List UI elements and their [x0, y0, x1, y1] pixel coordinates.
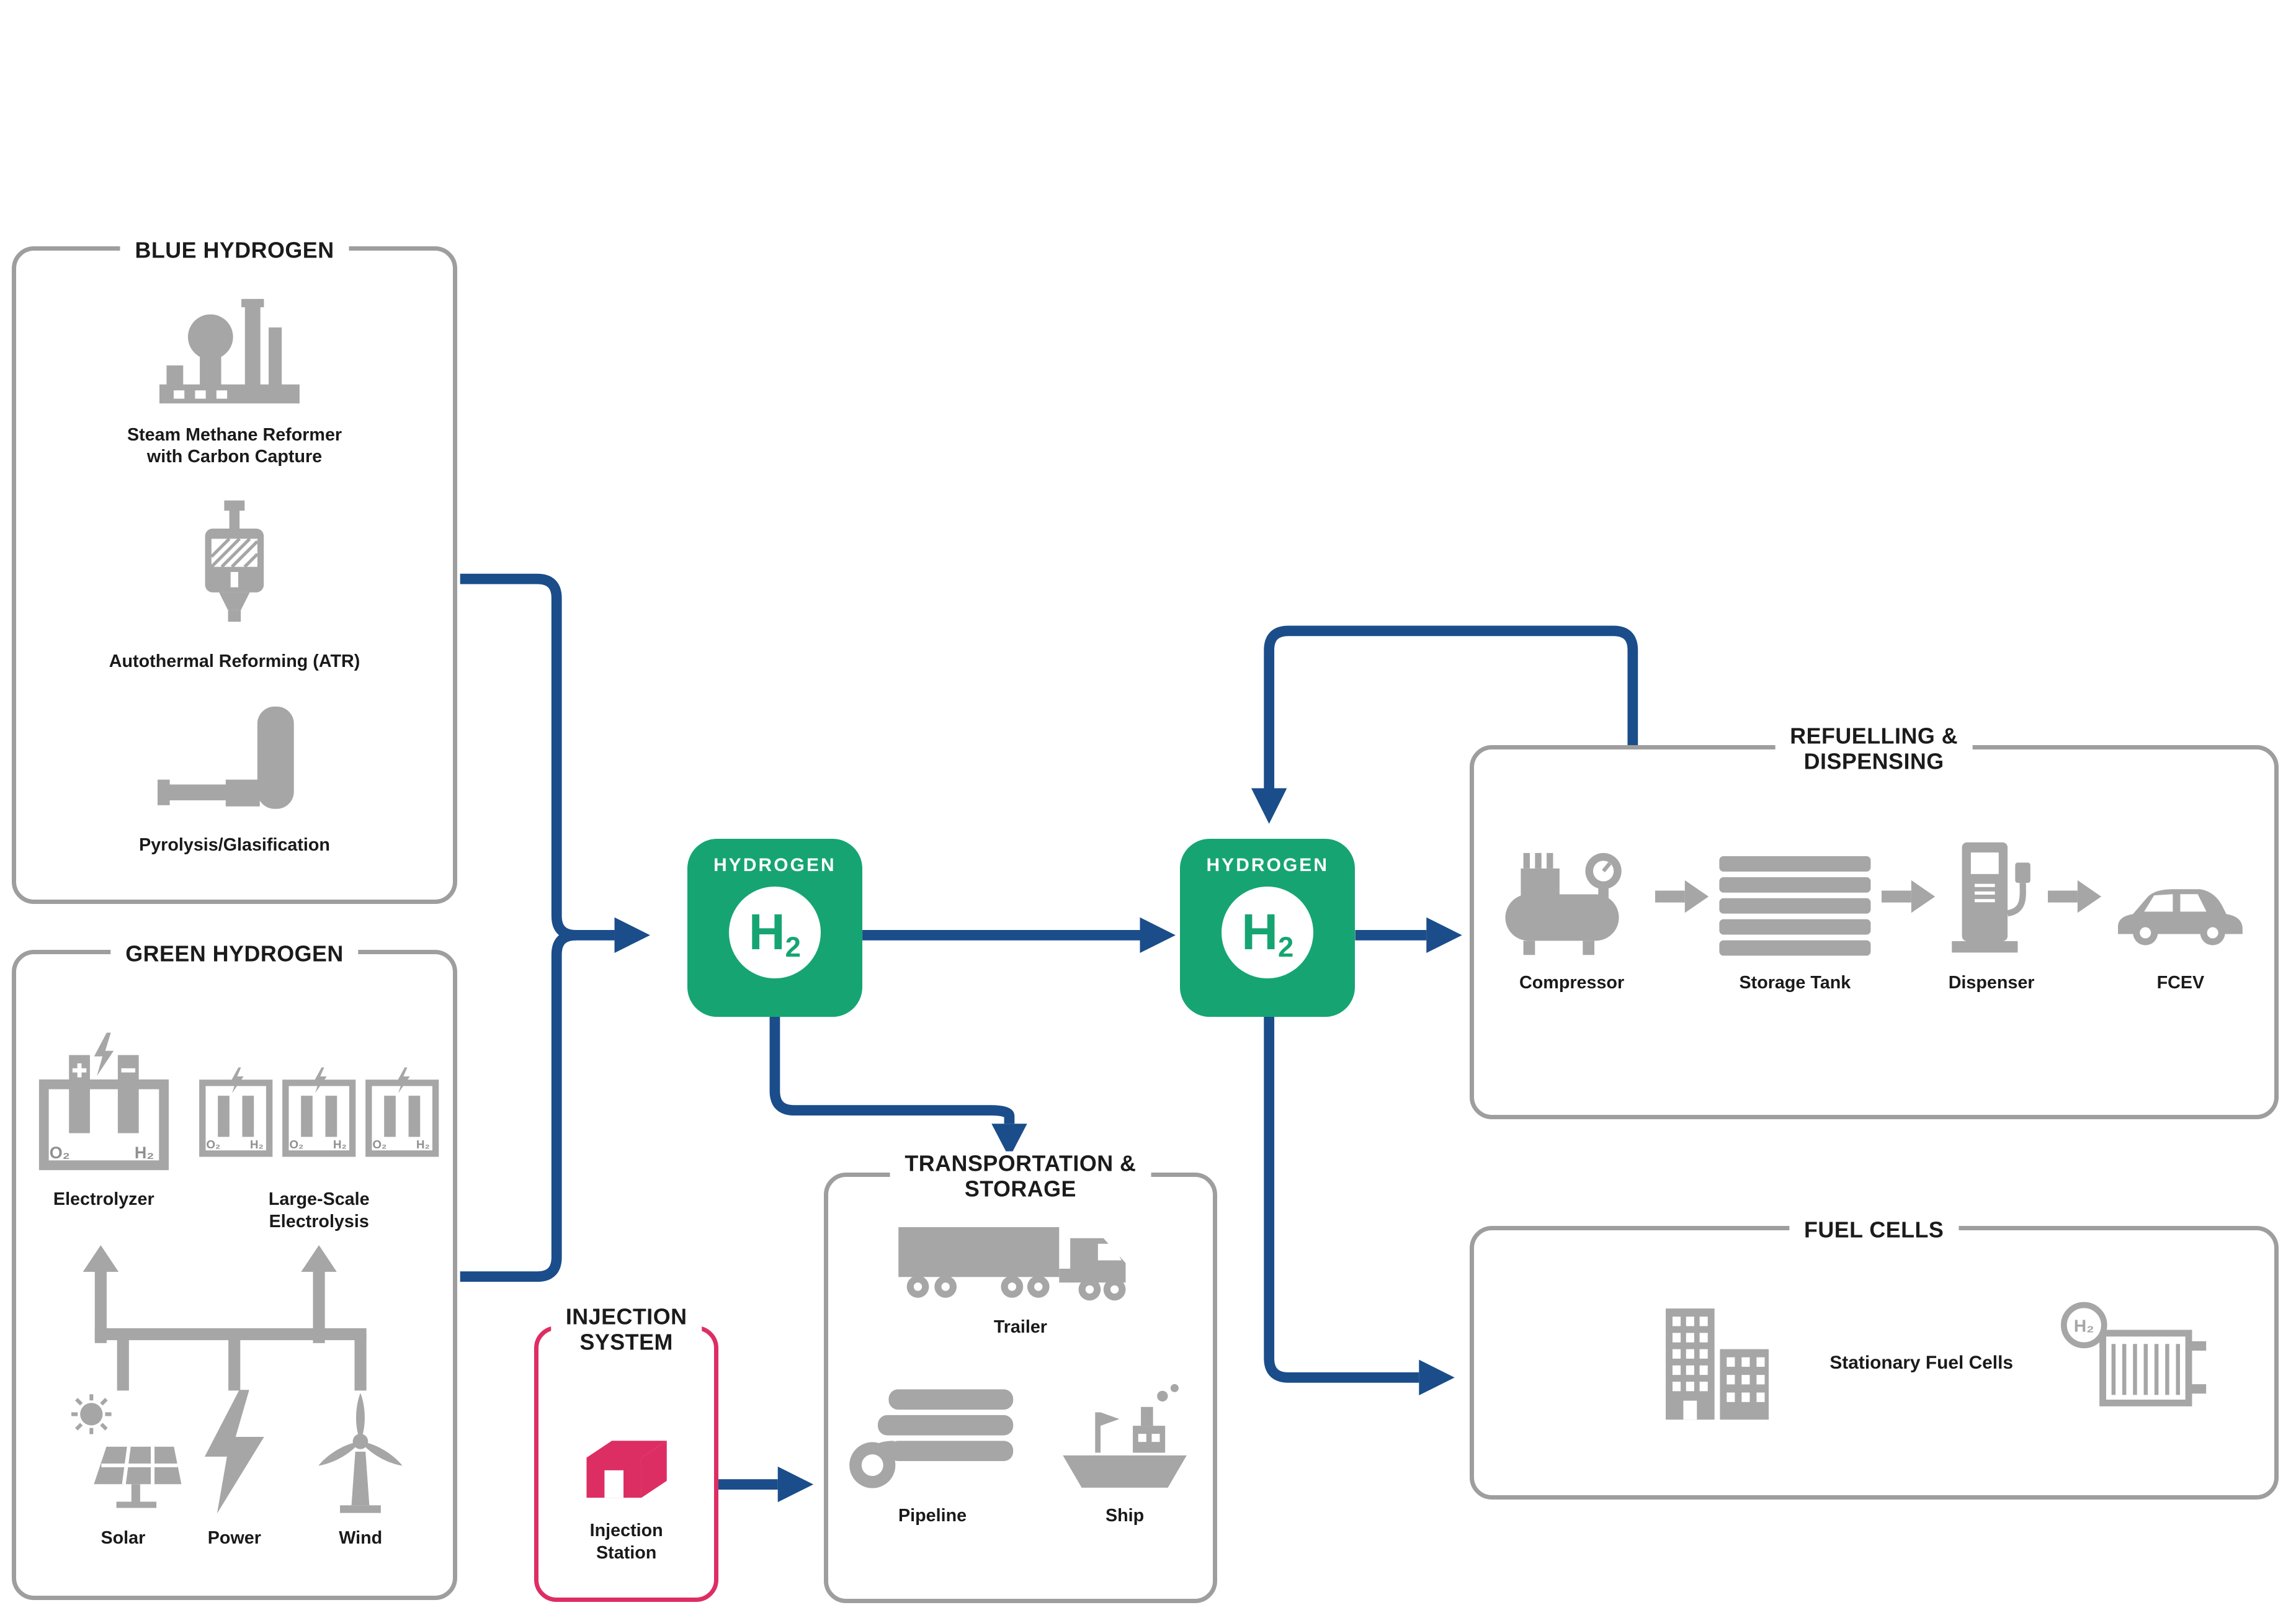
hydrogen-node-label: HYDROGEN — [713, 855, 836, 876]
fuel-cells-title: FUEL CELLS — [1789, 1217, 1959, 1243]
trailer-label: Trailer — [993, 1317, 1047, 1338]
steam-methane-reformer-icon — [159, 298, 300, 404]
large-scale-electrolysis-label: Large-Scale Electrolysis — [268, 1189, 370, 1232]
hydrogen-node-label: HYDROGEN — [1206, 855, 1329, 876]
dispenser-item: Dispenser — [1944, 829, 2039, 995]
electrolyzer-icon: O₂ H₂ — [38, 1032, 169, 1170]
wind-label: Wind — [339, 1527, 383, 1548]
dispenser-icon — [1951, 842, 2030, 953]
o2-label: O₂ — [50, 1143, 70, 1162]
injection-system-section: INJECTION SYSTEM Injection Station — [534, 1304, 718, 1602]
transportation-storage-title: TRANSPORTATION & STORAGE — [890, 1151, 1151, 1203]
o2-label: O₂ — [290, 1138, 304, 1151]
h2-label: H₂ — [333, 1138, 347, 1151]
pipeline-label: Pipeline — [898, 1505, 967, 1526]
atr-label: Autothermal Reforming (ATR) — [109, 651, 360, 672]
ship-item: Ship — [1056, 1377, 1193, 1527]
energy-to-electrolysis-arrows — [83, 1245, 367, 1391]
ship-icon — [1063, 1384, 1187, 1488]
flow-refuelling-loop — [1264, 625, 1638, 789]
ship-label: Ship — [1105, 1505, 1145, 1526]
h2-label: H₂ — [416, 1138, 430, 1151]
arrowhead — [991, 1124, 1027, 1158]
o2-label: O₂ — [372, 1138, 386, 1151]
solar-item: Solar — [61, 1388, 185, 1550]
flow-blue-to-hydrogen — [460, 573, 615, 941]
arrowhead — [1140, 917, 1176, 954]
arrowhead — [614, 917, 650, 954]
injection-system-title: INJECTION SYSTEM — [550, 1304, 702, 1356]
storage-tank-label: Storage Tank — [1739, 972, 1851, 993]
flow-hydrogen1-to-transport — [769, 1016, 1015, 1124]
storage-tank-item: Storage Tank — [1718, 829, 1872, 995]
stationary-fuel-cells-label: Stationary Fuel Cells — [1829, 1352, 2014, 1373]
blue-hydrogen-title: BLUE HYDROGEN — [120, 238, 349, 264]
h2-label: H₂ — [250, 1138, 264, 1151]
arrowhead — [1251, 788, 1287, 824]
fcev-icon — [2118, 889, 2243, 946]
h2-label: H₂ — [135, 1143, 154, 1162]
refuelling-dispensing-title: REFUELLING & DISPENSING — [1775, 723, 1973, 776]
pyrolysis-icon — [158, 706, 295, 809]
transportation-storage-section: TRANSPORTATION & STORAGE — [823, 1151, 1217, 1603]
autothermal-reforming-icon — [205, 500, 264, 622]
wind-item: Wind — [307, 1388, 414, 1550]
pipeline-item: Pipeline — [848, 1377, 1017, 1527]
flow-green-to-hydrogen — [460, 929, 576, 1282]
fcev-item: FCEV — [2111, 829, 2250, 995]
wind-icon — [318, 1393, 403, 1513]
gray-arrow-icon — [1881, 880, 1935, 913]
electrolysis-cell-icon: O₂ H₂ — [282, 1067, 356, 1157]
fuel-cells-section: FUEL CELLS Station — [1469, 1217, 2279, 1500]
compressor-icon — [1505, 852, 1622, 955]
arrowhead — [777, 1466, 814, 1503]
electrolysis-cell-icon: O₂ H₂ — [199, 1067, 273, 1157]
reformer-item: Steam Methane Reformer with Carbon Captu… — [127, 297, 342, 469]
solar-label: Solar — [101, 1527, 146, 1548]
arrowhead — [301, 1245, 337, 1272]
flow-hydrogen2-to-fuelcells — [1264, 1016, 1419, 1383]
power-icon — [204, 1390, 264, 1514]
pyrolysis-item: Pyrolysis/Glasification — [139, 704, 330, 857]
o2-label: O₂ — [207, 1138, 221, 1151]
electrolysis-cell-icon: O₂ H₂ — [365, 1067, 439, 1157]
building-icon — [1666, 1308, 1769, 1420]
trailer-item: Trailer — [893, 1222, 1148, 1339]
power-label: Power — [207, 1527, 261, 1548]
compressor-label: Compressor — [1519, 972, 1625, 993]
gray-arrow-icon — [1655, 880, 1709, 913]
green-hydrogen-title: GREEN HYDROGEN — [110, 941, 359, 967]
pyrolysis-label: Pyrolysis/Glasification — [139, 835, 330, 856]
power-item: Power — [191, 1388, 277, 1550]
h2-badge: H₂ — [2074, 1317, 2094, 1336]
atr-item: Autothermal Reforming (ATR) — [109, 499, 360, 673]
arrowhead — [1426, 917, 1462, 954]
compressor-item: Compressor — [1498, 829, 1646, 995]
dispenser-label: Dispenser — [1948, 972, 2035, 993]
fuel-cell-stack-icon: H₂ — [2061, 1302, 2207, 1406]
trailer-icon — [898, 1227, 1126, 1301]
gray-arrow-icon — [2048, 880, 2102, 913]
injection-station-icon — [586, 1440, 667, 1498]
blue-hydrogen-section: BLUE HYDROGEN — [12, 238, 457, 905]
electrolyzer-label: Electrolyzer — [53, 1189, 154, 1210]
storage-tank-icon — [1719, 856, 1871, 956]
refuelling-dispensing-section: REFUELLING & DISPENSING — [1469, 723, 2279, 1119]
reformer-label: Steam Methane Reformer with Carbon Captu… — [127, 424, 342, 467]
arrowhead — [1419, 1359, 1455, 1396]
solar-icon — [71, 1394, 182, 1508]
injection-station-label: Injection Station — [589, 1520, 663, 1563]
fcev-label: FCEV — [2156, 972, 2205, 993]
large-scale-electrolysis-icon: O₂ H₂ O₂ H₂ — [197, 1062, 440, 1160]
arrowhead — [83, 1245, 119, 1272]
pipeline-icon — [849, 1389, 1013, 1489]
green-hydrogen-section: GREEN HYDROGEN — [12, 941, 457, 1601]
